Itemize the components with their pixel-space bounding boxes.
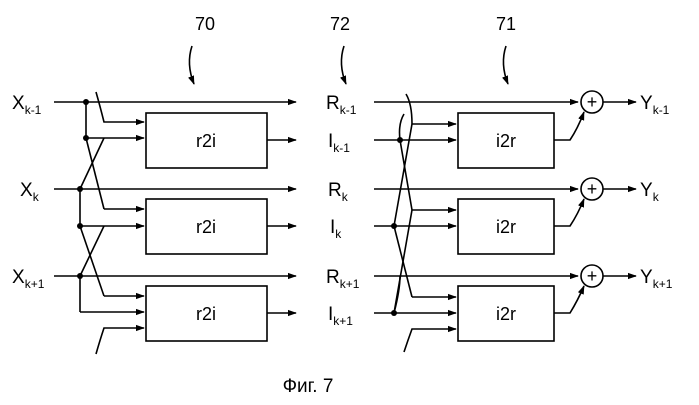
i2r-block: i2r	[458, 113, 554, 168]
ref-72-pointer	[341, 46, 346, 84]
r2i-block: r2i	[146, 199, 267, 254]
ref-70-label: 70	[195, 14, 215, 34]
svg-text:+: +	[587, 266, 598, 286]
svg-text:i2r: i2r	[496, 131, 516, 151]
svg-text:Xk-1: Xk-1	[12, 93, 42, 117]
svg-text:Ik+1: Ik+1	[328, 304, 353, 328]
signal-label-r-k-plus-1: Rk+1	[326, 267, 360, 291]
svg-text:i2r: i2r	[496, 217, 516, 237]
svg-text:r2i: r2i	[196, 131, 216, 151]
input-label-k-minus-1: Xk-1	[12, 93, 42, 117]
svg-text:Yk: Yk	[640, 180, 660, 204]
signal-label-i-k: Ik	[330, 217, 342, 241]
signal-label-r-k: Rk	[328, 180, 349, 204]
r2i-block: r2i	[146, 286, 267, 341]
svg-text:r2i: r2i	[196, 217, 216, 237]
svg-text:r2i: r2i	[196, 304, 216, 324]
svg-text:Xk: Xk	[20, 180, 40, 204]
adder: +	[581, 265, 603, 287]
svg-text:Rk: Rk	[328, 180, 349, 204]
figure-caption: Фиг. 7	[283, 376, 334, 397]
signal-label-i-k-minus-1: Ik-1	[328, 131, 350, 155]
ref-70-pointer	[189, 46, 194, 84]
ref-71-pointer	[503, 46, 508, 84]
i2r-block: i2r	[458, 199, 554, 254]
i2r-output-wiring	[554, 112, 584, 313]
svg-text:Yk+1: Yk+1	[640, 267, 673, 291]
input-label-k: Xk	[20, 180, 40, 204]
adder: +	[581, 91, 603, 113]
svg-text:+: +	[587, 179, 598, 199]
svg-text:Rk-1: Rk-1	[326, 93, 357, 117]
svg-text:Rk+1: Rk+1	[326, 267, 360, 291]
r2i-output-wiring	[267, 140, 296, 313]
svg-text:Xk+1: Xk+1	[12, 267, 45, 291]
signal-label-r-k-minus-1: Rk-1	[326, 93, 357, 117]
adder: +	[581, 178, 603, 200]
svg-text:Ik: Ik	[330, 217, 342, 241]
output-label-k-plus-1: Yk+1	[640, 267, 673, 291]
output-wiring	[603, 102, 636, 276]
svg-text:Ik-1: Ik-1	[328, 131, 350, 155]
input-label-k-plus-1: Xk+1	[12, 267, 45, 291]
svg-text:Yk-1: Yk-1	[640, 93, 670, 117]
output-label-k: Yk	[640, 180, 660, 204]
signal-label-i-k-plus-1: Ik+1	[328, 304, 353, 328]
i2r-block: i2r	[458, 286, 554, 341]
r2i-block: r2i	[146, 113, 267, 168]
svg-text:+: +	[587, 92, 598, 112]
svg-text:i2r: i2r	[496, 304, 516, 324]
ref-72-label: 72	[330, 14, 350, 34]
ref-71-label: 71	[496, 14, 516, 34]
output-label-k-minus-1: Yk-1	[640, 93, 670, 117]
